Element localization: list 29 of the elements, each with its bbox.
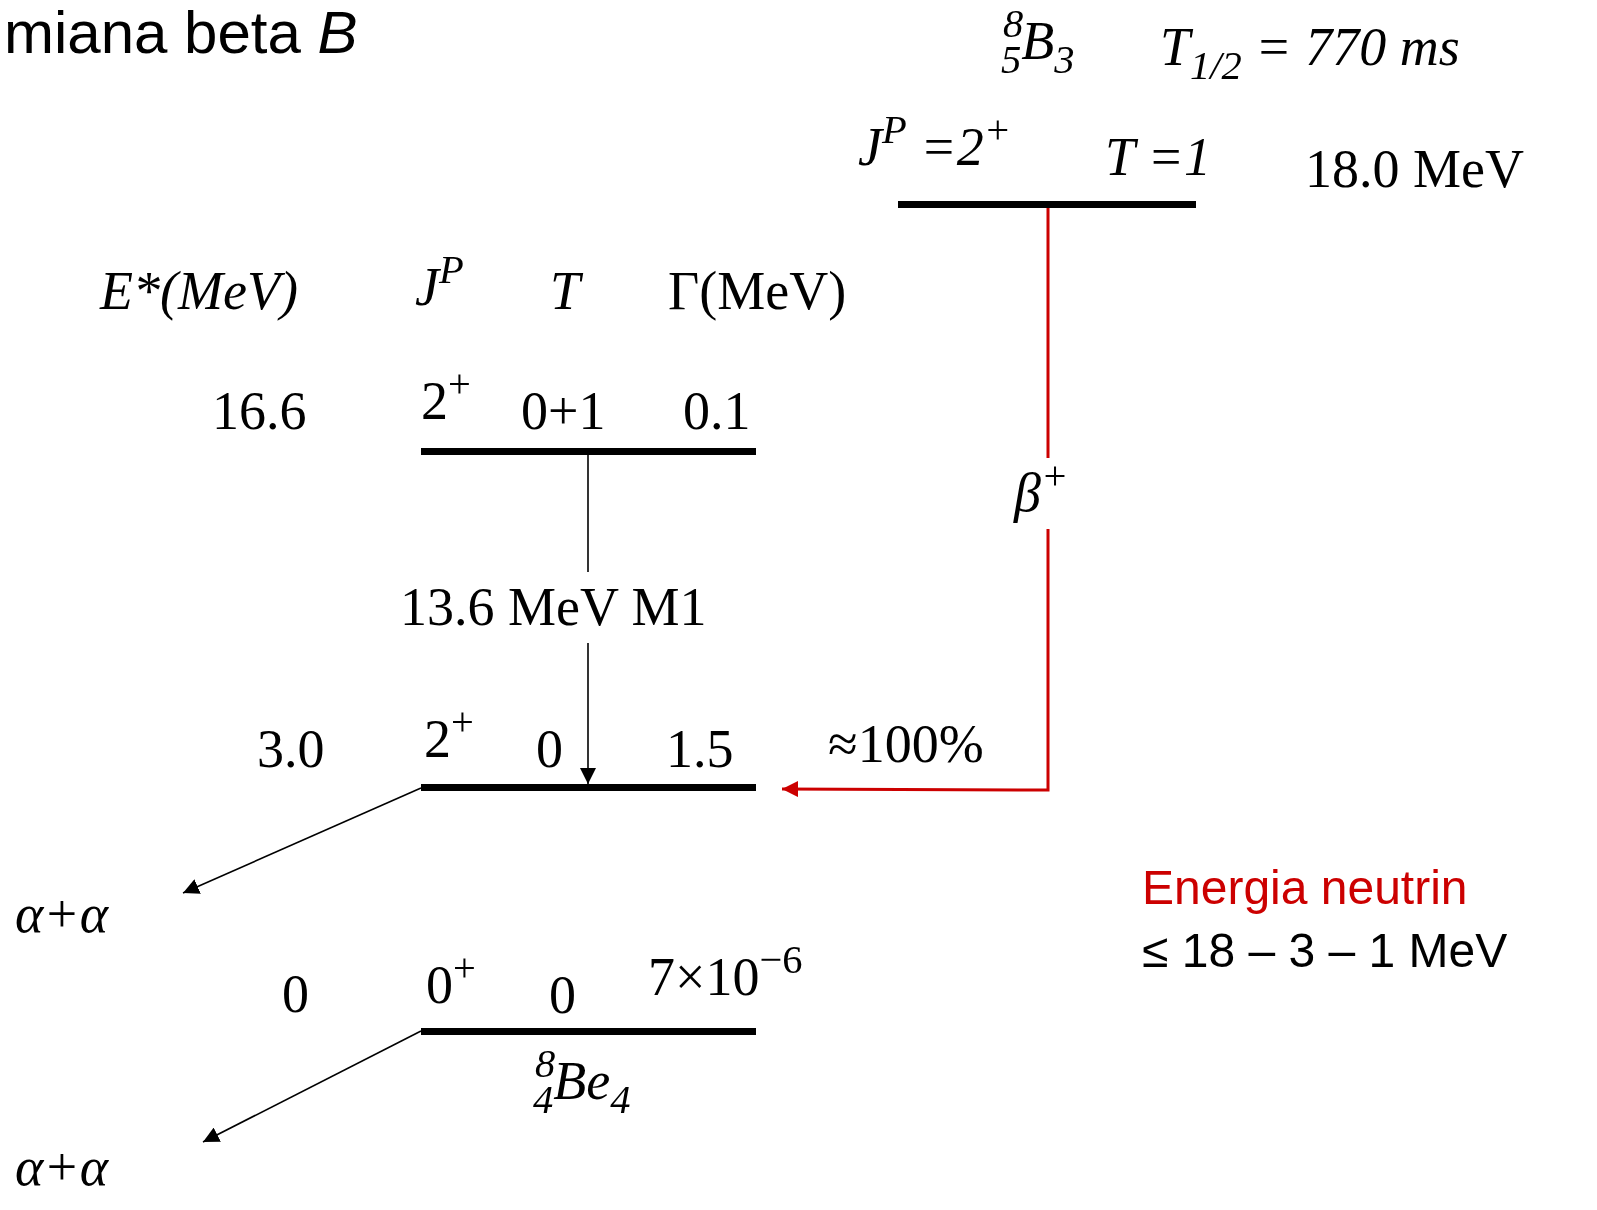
level-annotation: 16.6 [212, 382, 307, 442]
arrow [782, 208, 1050, 798]
arrow [182, 787, 422, 894]
level-annotation: 3.0 [257, 720, 325, 780]
annotation-label: Γ(MeV) [668, 262, 847, 322]
level-value: 1.5 [666, 720, 734, 780]
level-value: 7×10$^{−6}$ [648, 948, 803, 1008]
level-value: 0+1 [521, 382, 606, 442]
decay-product-label: α+α [15, 885, 109, 945]
level-annotation: 18.0 MeV [1305, 140, 1524, 200]
arrow [202, 1030, 422, 1143]
annotation-label: ≈100% [828, 715, 984, 775]
annotation-label: J$^{P}$ [415, 258, 464, 318]
level-annotation: 0 [282, 965, 309, 1025]
decay-product-label: α+α [15, 1138, 109, 1198]
level-value: 0 [549, 966, 576, 1026]
level-value: 0$^{+}$ [426, 956, 476, 1016]
level-value: 2$^{+}$ [421, 372, 471, 432]
level-value: 2$^{+}$ [424, 710, 474, 770]
level-value: J$^{P}$ =2$^{+}$ [858, 118, 1011, 178]
level-value: 0 [536, 720, 563, 780]
annotation-label: T$_{1/2}$ = 770 ms [1160, 18, 1460, 78]
annotation-label: E*(MeV) [100, 262, 298, 322]
annotation-label: T [550, 262, 581, 322]
note-text: ≤ 18 – 3 – 1 MeV [1142, 925, 1508, 978]
level-value: 0.1 [683, 382, 751, 442]
level-value: T =1 [1105, 128, 1211, 188]
title: miana beta B [4, 0, 358, 66]
note-text: Energia neutrin [1142, 862, 1468, 915]
